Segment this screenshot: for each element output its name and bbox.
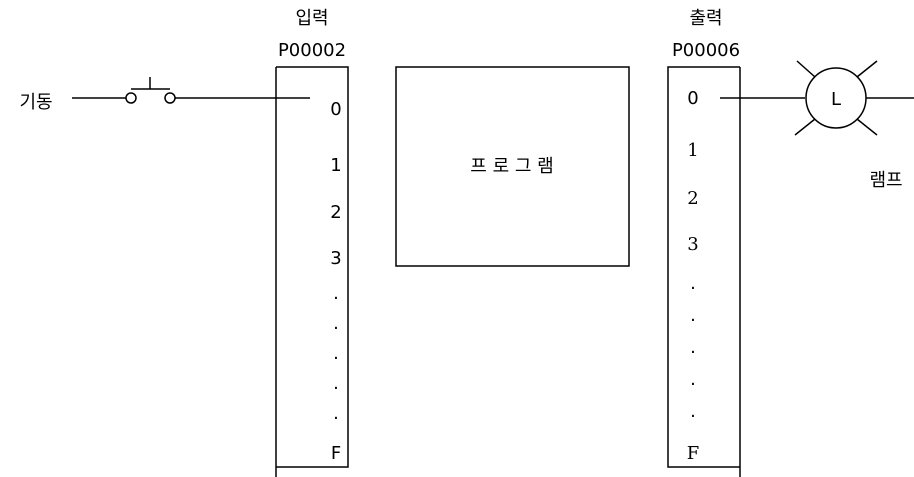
output-slot: · xyxy=(690,406,696,427)
input-slot: 1 xyxy=(330,155,341,176)
switch-contact-right xyxy=(164,92,176,104)
output-terminal-box xyxy=(667,66,740,468)
input-slot: F xyxy=(331,443,341,464)
output-slot: · xyxy=(690,374,696,395)
input-slot: 2 xyxy=(330,202,341,223)
output-title: 출력 xyxy=(689,8,722,29)
input-slot: 0 xyxy=(330,99,341,120)
input-module: 입력 P00002 0 1 2 3 · · · · · F xyxy=(275,8,349,477)
output-address: P00006 xyxy=(672,40,740,61)
input-slot: · xyxy=(333,378,339,399)
input-slot: · xyxy=(333,288,339,309)
output-slot: · xyxy=(690,278,696,299)
input-slot: · xyxy=(333,348,339,369)
program-label: 프 로 그 램 xyxy=(470,156,553,177)
output-slot: · xyxy=(690,310,696,331)
lamp-ray xyxy=(794,118,816,136)
input-slot: 3 xyxy=(330,248,341,269)
output-module: 출력 P00006 0 1 2 3 · · · · · F xyxy=(667,8,741,477)
output-slot: 3 xyxy=(687,234,698,255)
lamp: L 램프 xyxy=(720,60,914,191)
program-block: 프 로 그 램 xyxy=(395,66,630,267)
input-terminal-box xyxy=(276,66,349,468)
output-slot: 1 xyxy=(687,140,698,161)
lamp-ray xyxy=(796,60,816,78)
output-slot: 2 xyxy=(687,188,698,209)
program-box xyxy=(395,66,630,267)
lamp-label: 램프 xyxy=(869,170,902,191)
output-slot: · xyxy=(690,342,696,363)
start-switch-label: 기동 xyxy=(19,92,52,113)
output-slot: 0 xyxy=(687,88,698,109)
lamp-ray xyxy=(856,118,878,136)
input-slot: · xyxy=(333,408,339,429)
output-slot: F xyxy=(687,443,700,464)
lamp-ray xyxy=(856,60,878,78)
start-switch: 기동 xyxy=(19,77,310,113)
input-slot: · xyxy=(333,318,339,339)
lamp-symbol: L xyxy=(831,89,841,110)
switch-contact-left xyxy=(125,92,137,104)
input-title: 입력 xyxy=(295,8,328,29)
input-address: P00002 xyxy=(278,40,346,61)
